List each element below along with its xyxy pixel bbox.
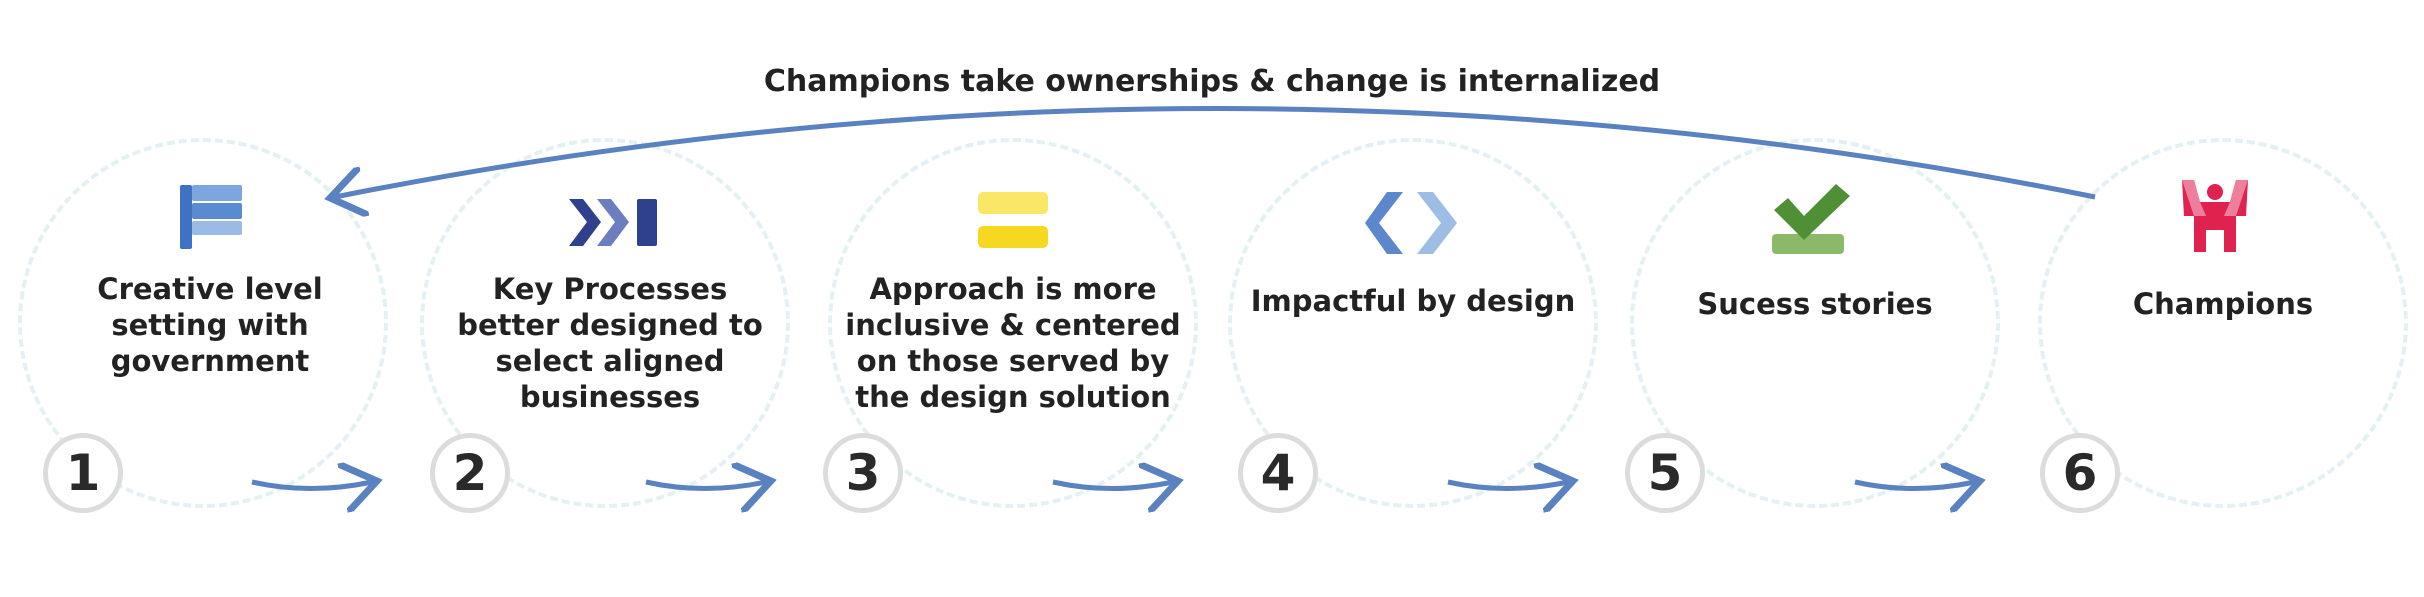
step-label-6: Champions	[2132, 287, 2314, 321]
step-arrow-4	[1447, 482, 1568, 489]
step-label-1: Creative level setting with government	[97, 272, 323, 378]
feedback-caption: Champions take ownerships & change is in…	[763, 64, 1661, 99]
step-circle-3	[828, 138, 1198, 508]
step-number-1: 1	[43, 433, 123, 513]
step-number-3: 3	[823, 433, 903, 513]
flag-icon	[180, 185, 242, 249]
step-label-5: Sucess stories	[1697, 287, 1933, 321]
step-arrow-1	[251, 482, 372, 489]
step-label-2: Key Processes better designed to select …	[457, 272, 763, 414]
step-circle-4	[1228, 138, 1598, 508]
equals-icon	[978, 192, 1048, 248]
step-circle-5	[1630, 138, 2000, 508]
step-circle-6	[2038, 138, 2408, 508]
step-number-2: 2	[430, 433, 510, 513]
step-number-4: 4	[1238, 433, 1318, 513]
step-arrow-5	[1854, 482, 1975, 489]
checkmark-icon	[1772, 184, 1850, 254]
step-number-6: 6	[2040, 433, 2120, 513]
step-arrow-3	[1052, 482, 1173, 489]
fast-forward-icon	[569, 199, 657, 246]
step-arrow-2	[645, 482, 766, 489]
step-number-5: 5	[1625, 433, 1705, 513]
step-circle-2	[420, 138, 790, 508]
step-label-4: Impactful by design	[1250, 284, 1576, 318]
step-circle-1	[18, 138, 388, 508]
code-brackets-icon	[1365, 192, 1457, 254]
step-label-3: Approach is more inclusive & centered on…	[845, 272, 1181, 414]
feedback-arrow	[335, 106, 2096, 198]
person-icon	[2182, 180, 2248, 252]
